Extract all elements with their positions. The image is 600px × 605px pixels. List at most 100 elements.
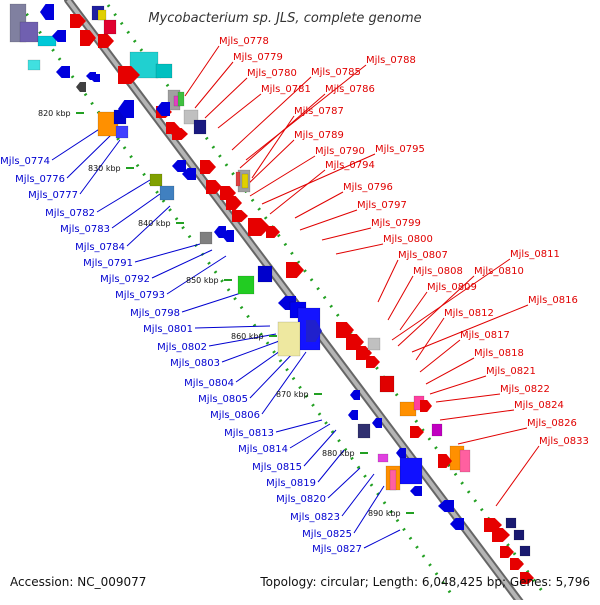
forward-gene-label[interactable]: Mjls_0785 xyxy=(311,67,361,78)
reverse-gene-label[interactable]: Mjls_0823 xyxy=(290,512,340,523)
forward-label-callout xyxy=(457,427,528,445)
forward-gene-label[interactable]: Mjls_0787 xyxy=(294,106,344,117)
forward-gene-label[interactable]: Mjls_0812 xyxy=(444,308,494,319)
forward-label-callout xyxy=(397,275,475,347)
reverse-gene-label[interactable]: Mjls_0820 xyxy=(276,494,326,505)
gene-feature xyxy=(98,34,114,48)
forward-gene-label[interactable]: Mjls_0797 xyxy=(357,200,407,211)
forward-gene-label[interactable]: Mjls_0796 xyxy=(343,182,393,193)
reverse-gene-label[interactable]: Mjls_0813 xyxy=(224,428,274,439)
forward-gene-label[interactable]: Mjls_0809 xyxy=(427,282,477,293)
gene-feature xyxy=(115,125,129,139)
forward-gene-label[interactable]: Mjls_0816 xyxy=(528,295,578,306)
gene-feature xyxy=(193,119,207,135)
reverse-label-callout xyxy=(181,291,245,313)
gene-feature xyxy=(156,102,170,116)
forward-gene-label[interactable]: Mjls_0824 xyxy=(514,400,564,411)
forward-gene-label[interactable]: Mjls_0790 xyxy=(315,146,365,157)
scale-tick-label: 840 kbp xyxy=(138,219,171,228)
forward-gene-label[interactable]: Mjls_0778 xyxy=(219,36,269,47)
gene-feature xyxy=(248,218,270,236)
gene-feature xyxy=(396,448,406,458)
gene-feature xyxy=(172,160,186,172)
reverse-gene-label[interactable]: Mjls_0814 xyxy=(238,444,288,455)
gene-feature xyxy=(438,500,454,512)
forward-label-callout xyxy=(387,275,414,321)
reverse-gene-label[interactable]: Mjls_0801 xyxy=(143,324,193,335)
reverse-gene-label[interactable]: Mjls_0782 xyxy=(45,208,95,219)
gene-feature xyxy=(389,469,397,491)
forward-gene-label[interactable]: Mjls_0794 xyxy=(325,160,375,171)
forward-label-callout xyxy=(495,445,540,507)
gene-feature xyxy=(459,449,471,473)
forward-gene-label[interactable]: Mjls_0811 xyxy=(510,249,560,260)
forward-gene-label[interactable]: Mjls_0822 xyxy=(500,384,550,395)
forward-label-callout xyxy=(411,304,529,353)
reverse-label-callout xyxy=(303,429,337,467)
reverse-label-callout xyxy=(111,193,161,229)
gene-feature xyxy=(235,171,241,187)
gene-feature xyxy=(266,226,280,238)
gene-feature xyxy=(399,401,417,417)
forward-gene-label[interactable]: Mjls_0779 xyxy=(233,52,283,63)
accession-text: Accession: NC_009077 xyxy=(10,575,146,589)
reverse-label-callout xyxy=(327,467,361,499)
gene-feature xyxy=(177,91,185,107)
forward-gene-label[interactable]: Mjls_0810 xyxy=(474,266,524,277)
gene-labels: Mjls_0778Mjls_0779Mjls_0780Mjls_0781Mjls… xyxy=(0,36,589,555)
forward-gene-label[interactable]: Mjls_0788 xyxy=(366,55,416,66)
forward-label-callout xyxy=(321,227,372,241)
gene-feature xyxy=(399,457,423,485)
gene-feature xyxy=(348,410,358,420)
forward-gene-label[interactable]: Mjls_0780 xyxy=(247,68,297,79)
gene-feature xyxy=(52,30,66,42)
reverse-gene-label[interactable]: Mjls_0777 xyxy=(28,190,78,201)
reverse-gene-label[interactable]: Mjls_0825 xyxy=(302,529,352,540)
forward-label-callout xyxy=(299,209,358,231)
forward-gene-label[interactable]: Mjls_0800 xyxy=(383,234,433,245)
reverse-label-callout xyxy=(166,255,227,295)
gene-feature xyxy=(27,59,41,71)
gene-feature xyxy=(232,210,248,222)
reverse-gene-label[interactable]: Mjls_0805 xyxy=(198,394,248,405)
forward-gene-label[interactable]: Mjls_0789 xyxy=(294,130,344,141)
reverse-gene-label[interactable]: Mjls_0806 xyxy=(210,410,260,421)
forward-gene-label[interactable]: Mjls_0781 xyxy=(261,84,311,95)
reverse-gene-label[interactable]: Mjls_0791 xyxy=(83,258,133,269)
reverse-gene-label[interactable]: Mjls_0804 xyxy=(184,378,234,389)
forward-gene-label[interactable]: Mjls_0799 xyxy=(371,218,421,229)
forward-label-callout xyxy=(249,155,316,197)
forward-gene-label[interactable]: Mjls_0817 xyxy=(460,330,510,341)
reverse-gene-label[interactable]: Mjls_0783 xyxy=(60,224,110,235)
forward-label-callout xyxy=(251,115,295,179)
reverse-gene-label[interactable]: Mjls_0776 xyxy=(15,174,65,185)
forward-gene-label[interactable]: Mjls_0807 xyxy=(398,250,448,261)
reverse-gene-label[interactable]: Mjls_0802 xyxy=(157,342,207,353)
forward-gene-label[interactable]: Mjls_0786 xyxy=(325,84,375,95)
forward-gene-label[interactable]: Mjls_0795 xyxy=(375,144,425,155)
gene-feature xyxy=(37,35,57,47)
gene-feature xyxy=(367,337,381,351)
reverse-gene-label[interactable]: Mjls_0798 xyxy=(130,308,180,319)
scale-tick-label: 820 kbp xyxy=(38,109,71,118)
reverse-gene-label[interactable]: Mjls_0815 xyxy=(252,462,302,473)
forward-gene-label[interactable]: Mjls_0826 xyxy=(527,418,577,429)
reverse-gene-label[interactable]: Mjls_0827 xyxy=(312,544,362,555)
gene-feature xyxy=(410,486,422,496)
reverse-gene-label[interactable]: Mjls_0793 xyxy=(115,290,165,301)
reverse-gene-label[interactable]: Mjls_0784 xyxy=(75,242,125,253)
forward-gene-label[interactable]: Mjls_0808 xyxy=(413,266,463,277)
gene-feature xyxy=(519,545,531,557)
forward-gene-label[interactable]: Mjls_0821 xyxy=(486,366,536,377)
forward-label-callout xyxy=(245,139,295,187)
reverse-gene-label[interactable]: Mjls_0792 xyxy=(100,274,150,285)
reverse-gene-label[interactable]: Mjls_0774 xyxy=(0,156,50,167)
reverse-label-callout xyxy=(151,249,213,279)
gene-feature xyxy=(505,517,517,529)
forward-gene-label[interactable]: Mjls_0833 xyxy=(539,436,589,447)
reverse-gene-label[interactable]: Mjls_0803 xyxy=(170,358,220,369)
forward-gene-label[interactable]: Mjls_0818 xyxy=(474,348,524,359)
reverse-gene-label[interactable]: Mjls_0819 xyxy=(266,478,316,489)
forward-label-callout xyxy=(204,77,248,119)
